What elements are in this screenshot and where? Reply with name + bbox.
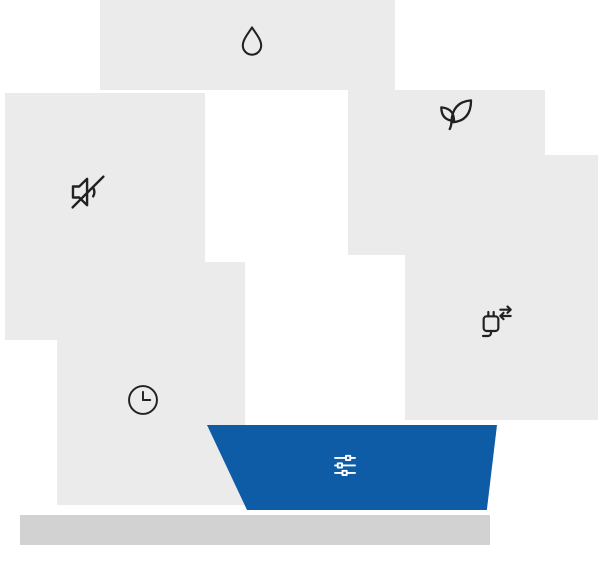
tile-time	[57, 262, 245, 505]
plug-sync-icon	[476, 301, 516, 341]
tile-water	[100, 0, 395, 90]
bottom-bar	[20, 515, 490, 545]
tile-power	[405, 155, 598, 420]
clock-icon	[125, 382, 161, 418]
leaf-icon	[435, 93, 477, 135]
tile-settings	[207, 425, 497, 510]
sliders-icon	[330, 451, 360, 481]
muted-speaker-icon	[66, 170, 110, 214]
water-drop-icon	[233, 23, 271, 61]
